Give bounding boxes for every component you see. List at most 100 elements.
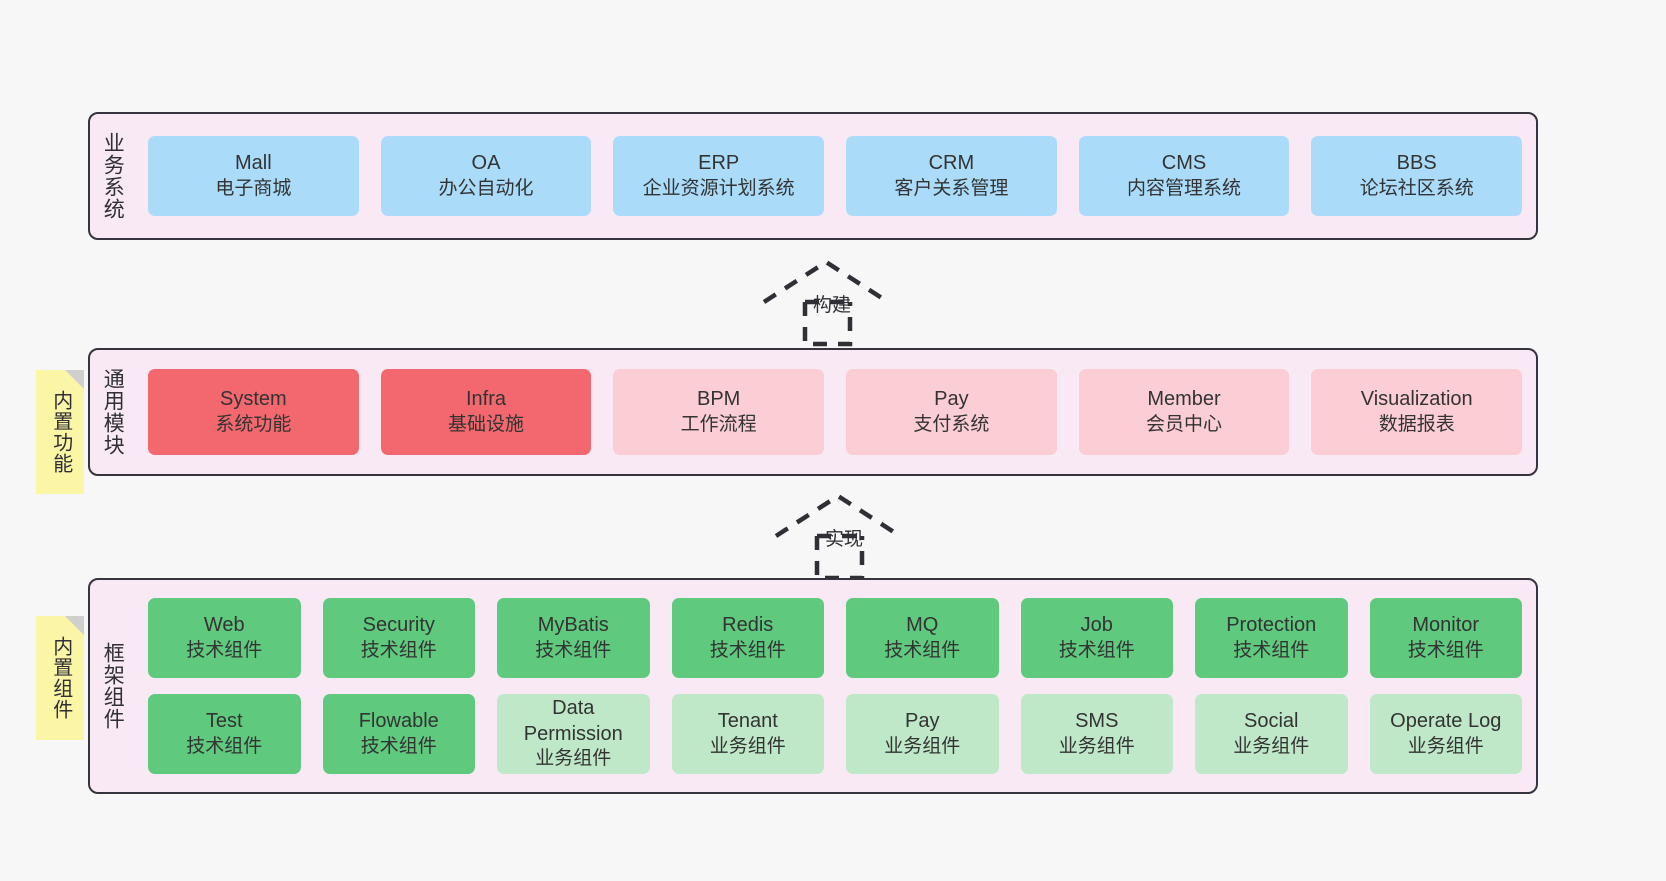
box-title: Operate Log [1390, 710, 1502, 733]
framework-tech-components-row: Web 技术组件 Security 技术组件 MyBatis 技术组件 Redi… [148, 598, 1522, 678]
box-title: MyBatis [537, 614, 609, 637]
business-box-bbs[interactable]: BBS 论坛社区系统 [1311, 136, 1523, 216]
framework-box-mybatis[interactable]: MyBatis 技术组件 [497, 598, 650, 678]
box-subtitle: 系统功能 [215, 413, 292, 435]
box-subtitle: 技术组件 [535, 639, 612, 661]
layer-framework-components-body: Web 技术组件 Security 技术组件 MyBatis 技术组件 Redi… [134, 580, 1536, 792]
connector-implement-glyph [774, 493, 902, 581]
connector-implement-label: 实现 [824, 529, 864, 550]
module-box-bpm[interactable]: BPM 工作流程 [613, 369, 825, 455]
box-subtitle: 企业资源计划系统 [642, 177, 795, 199]
box-title: Mall [235, 152, 272, 175]
box-title: Member [1147, 388, 1221, 411]
sticky-note-builtin-function: 内置功能 [36, 370, 84, 494]
box-subtitle: 技术组件 [360, 735, 437, 757]
layer-common-modules-body: System 系统功能 Infra 基础设施 BPM 工作流程 Pay 支付系统… [134, 350, 1536, 474]
framework-business-components-row: Test 技术组件 Flowable 技术组件 Data Permission … [148, 694, 1522, 774]
box-title: Data Permission [523, 697, 623, 745]
framework-box-flowable[interactable]: Flowable 技术组件 [322, 694, 475, 774]
layer-business-systems-body: Mall 电子商城 OA 办公自动化 ERP 企业资源计划系统 CRM 客户关系… [134, 114, 1536, 238]
box-title: Social [1244, 710, 1299, 733]
layer-common-modules-label: 通用模块 [101, 368, 125, 456]
box-subtitle: 业务组件 [1407, 735, 1484, 757]
connector-build-glyph [762, 259, 890, 347]
framework-box-mq[interactable]: MQ 技术组件 [846, 598, 999, 678]
framework-box-social[interactable]: Social 业务组件 [1195, 694, 1348, 774]
box-title: CMS [1161, 152, 1207, 175]
framework-box-operate-log[interactable]: Operate Log 业务组件 [1369, 694, 1522, 774]
framework-box-redis[interactable]: Redis 技术组件 [671, 598, 824, 678]
box-title: Monitor [1412, 614, 1480, 637]
framework-box-sms[interactable]: SMS 业务组件 [1020, 694, 1173, 774]
module-box-member[interactable]: Member 会员中心 [1078, 369, 1290, 455]
box-title: Pay [905, 710, 940, 733]
box-title: Flowable [358, 710, 439, 733]
box-title: CRM [928, 152, 975, 175]
box-title: OA [471, 152, 501, 175]
box-subtitle: 业务组件 [535, 748, 612, 770]
module-box-infra[interactable]: Infra 基础设施 [380, 369, 592, 455]
business-box-mall[interactable]: Mall 电子商城 [148, 136, 359, 216]
box-title: MQ [906, 614, 939, 637]
box-title: SMS [1075, 710, 1119, 733]
box-subtitle: 内容管理系统 [1127, 177, 1242, 199]
layer-framework-components: 框架组件 Web 技术组件 Security 技术组件 MyBatis 技术组件… [88, 578, 1538, 794]
box-subtitle: 技术组件 [186, 735, 263, 757]
layer-business-systems: 业务系统 Mall 电子商城 OA 办公自动化 ERP 企业资源计划系统 CRM… [88, 112, 1538, 240]
layer-framework-components-label: 框架组件 [101, 642, 125, 730]
box-subtitle: 技术组件 [1407, 639, 1484, 661]
box-title: Protection [1226, 614, 1317, 637]
box-subtitle: 客户关系管理 [894, 177, 1009, 199]
box-title: Infra [465, 388, 507, 411]
common-modules-row: System 系统功能 Infra 基础设施 BPM 工作流程 Pay 支付系统… [148, 369, 1523, 455]
box-title: ERP [698, 152, 740, 175]
box-title: Pay [934, 388, 969, 411]
framework-box-tenant[interactable]: Tenant 业务组件 [671, 694, 824, 774]
layer-common-modules: 通用模块 System 系统功能 Infra 基础设施 BPM 工作流程 Pay… [88, 348, 1538, 476]
box-title: Visualization [1360, 388, 1473, 411]
connector-implement: 实现 [772, 492, 912, 581]
box-title: Redis [722, 614, 774, 637]
business-box-cms[interactable]: CMS 内容管理系统 [1078, 136, 1290, 216]
business-systems-row: Mall 电子商城 OA 办公自动化 ERP 企业资源计划系统 CRM 客户关系… [148, 136, 1523, 216]
framework-box-protection[interactable]: Protection 技术组件 [1195, 598, 1348, 678]
box-title: Security [362, 614, 435, 637]
box-title: Tenant [717, 710, 778, 733]
box-subtitle: 业务组件 [884, 735, 961, 757]
connector-build-label: 构建 [812, 295, 852, 316]
box-subtitle: 技术组件 [1233, 639, 1310, 661]
framework-box-monitor[interactable]: Monitor 技术组件 [1369, 598, 1522, 678]
module-box-pay[interactable]: Pay 支付系统 [846, 369, 1057, 455]
layer-business-systems-label: 业务系统 [101, 132, 125, 220]
framework-box-job[interactable]: Job 技术组件 [1020, 598, 1173, 678]
box-subtitle: 技术组件 [186, 639, 263, 661]
box-subtitle: 技术组件 [884, 639, 961, 661]
note-fold-icon [65, 616, 84, 635]
box-subtitle: 业务组件 [1058, 735, 1135, 757]
box-subtitle: 技术组件 [360, 639, 437, 661]
sticky-note-builtin-function-label: 内置功能 [49, 390, 72, 474]
box-title: BPM [697, 388, 741, 411]
box-subtitle: 基础设施 [448, 413, 525, 435]
box-subtitle: 数据报表 [1378, 413, 1455, 435]
box-title: Web [203, 614, 245, 637]
module-box-system[interactable]: System 系统功能 [148, 369, 359, 455]
framework-box-data-permission[interactable]: Data Permission 业务组件 [497, 694, 650, 774]
business-box-oa[interactable]: OA 办公自动化 [380, 136, 592, 216]
box-subtitle: 会员中心 [1146, 413, 1223, 435]
business-box-erp[interactable]: ERP 企业资源计划系统 [613, 136, 825, 216]
box-subtitle: 业务组件 [1233, 735, 1310, 757]
framework-box-pay[interactable]: Pay 业务组件 [846, 694, 999, 774]
business-box-crm[interactable]: CRM 客户关系管理 [846, 136, 1057, 216]
module-box-visualization[interactable]: Visualization 数据报表 [1311, 369, 1523, 455]
box-subtitle: 论坛社区系统 [1359, 177, 1474, 199]
framework-box-test[interactable]: Test 技术组件 [148, 694, 301, 774]
box-title: Test [205, 710, 243, 733]
framework-box-web[interactable]: Web 技术组件 [148, 598, 301, 678]
box-title: BBS [1396, 152, 1437, 175]
box-subtitle: 办公自动化 [438, 177, 534, 199]
box-subtitle: 技术组件 [1058, 639, 1135, 661]
sticky-note-builtin-component-label: 内置组件 [49, 636, 72, 720]
framework-box-security[interactable]: Security 技术组件 [322, 598, 475, 678]
box-subtitle: 技术组件 [709, 639, 786, 661]
